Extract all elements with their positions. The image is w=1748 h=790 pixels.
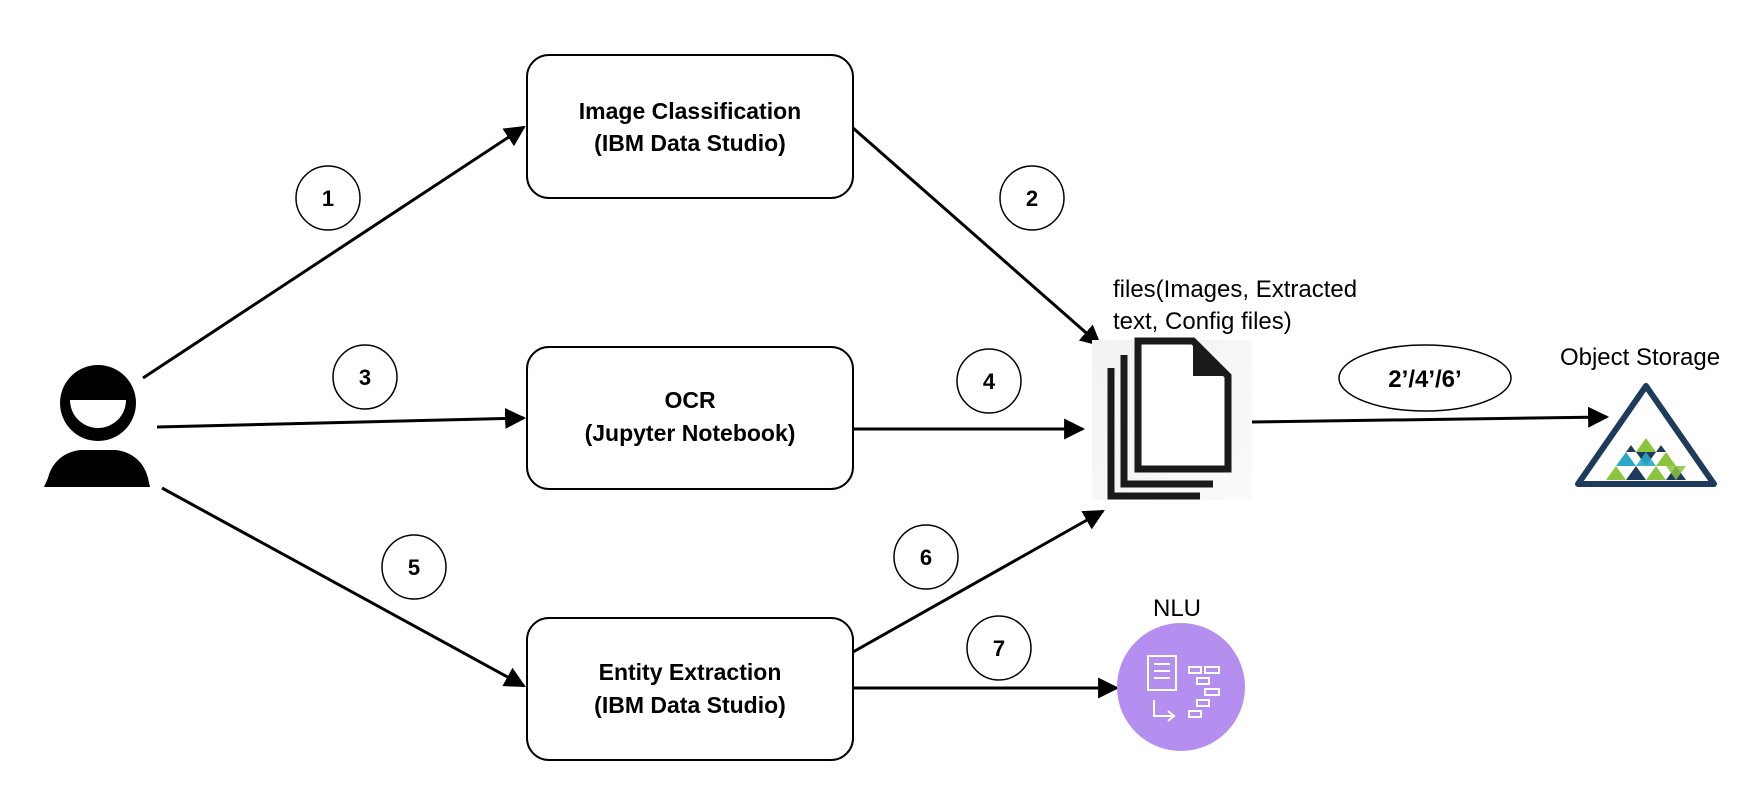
nlu-label: NLU: [1153, 595, 1201, 622]
arrow-image-classification-to-files: [852, 126, 1102, 347]
arrow-entity-extraction-to-files: [852, 509, 1105, 654]
arrow-user-to-image-classification: [142, 125, 526, 380]
object-storage-icon: [1575, 383, 1717, 487]
box-ocr: OCR (Jupyter Notebook): [526, 346, 854, 490]
nlu-icon: [1117, 623, 1245, 751]
step-7: 7: [966, 615, 1032, 681]
object-storage-label: Object Storage: [1560, 344, 1720, 371]
box-ocr-title: OCR: [664, 387, 716, 413]
box-entity-extraction-subtitle: (IBM Data Studio): [594, 692, 786, 718]
arrow-user-to-entity-extraction: [161, 486, 526, 688]
files-label-line1: files(Images, Extracted: [1113, 276, 1357, 303]
files-icon: [1092, 337, 1252, 500]
box-entity-extraction: Entity Extraction (IBM Data Studio): [526, 617, 854, 761]
step-2: 2: [999, 165, 1065, 231]
step-1-label: 1: [322, 186, 334, 211]
step-7-label: 7: [993, 636, 1005, 661]
arrow-user-to-ocr: [156, 407, 527, 429]
box-image-classification-subtitle: (IBM Data Studio): [594, 130, 786, 156]
step-3-label: 3: [359, 365, 371, 390]
step-6-label: 6: [920, 545, 932, 570]
outputs-badge-label: 2’/4’/6’: [1388, 366, 1461, 393]
arrow-files-to-object-storage: [1249, 406, 1610, 428]
step-5-label: 5: [408, 555, 420, 580]
step-5: 5: [381, 534, 447, 600]
step-1: 1: [295, 165, 361, 231]
step-4-label: 4: [983, 369, 996, 394]
box-image-classification: Image Classification (IBM Data Studio): [526, 54, 854, 199]
connectors: [142, 125, 1610, 699]
step-4: 4: [956, 348, 1022, 414]
files-label-line2: text, Config files): [1113, 308, 1292, 335]
box-image-classification-title: Image Classification: [579, 98, 801, 124]
user-icon: [44, 365, 150, 487]
box-ocr-subtitle: (Jupyter Notebook): [585, 420, 796, 446]
step-2-label: 2: [1026, 186, 1038, 211]
step-6: 6: [893, 524, 959, 590]
object-storage-triangles: [1606, 438, 1686, 480]
outputs-badge: 2’/4’/6’: [1338, 344, 1512, 412]
box-entity-extraction-title: Entity Extraction: [599, 659, 782, 685]
step-3: 3: [332, 344, 398, 410]
